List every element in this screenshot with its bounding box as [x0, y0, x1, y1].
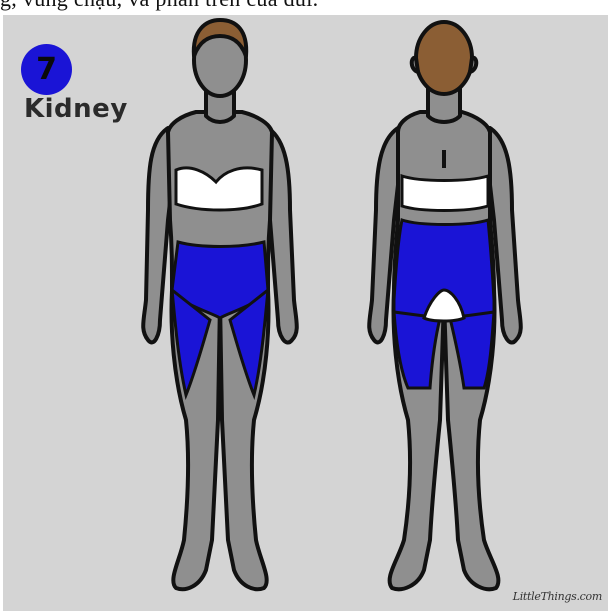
back-ear-right	[470, 58, 476, 72]
back-head	[416, 22, 472, 94]
back-ear-left	[412, 58, 418, 72]
back-bra	[402, 176, 488, 211]
credit-watermark: LittleThings.com	[513, 590, 602, 603]
